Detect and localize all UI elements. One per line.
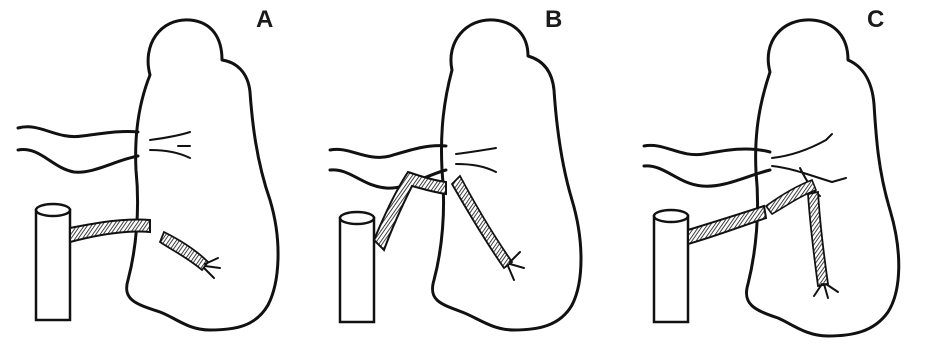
renal-artery-a — [70, 219, 150, 242]
aorta-top-c — [654, 210, 688, 222]
upper-vessel-c — [644, 145, 770, 154]
aorta-a — [36, 210, 70, 320]
lower-branch-b — [452, 176, 512, 268]
upper-vessel-a — [18, 127, 138, 137]
upper-vessel-lower-edge-a — [18, 150, 138, 173]
panel-c — [644, 20, 899, 336]
upper-vessel-lower-edge-c — [644, 166, 770, 186]
renal-artery-b — [374, 172, 446, 250]
upper-vessel-b — [330, 146, 446, 158]
upper-branch-b — [456, 148, 496, 172]
panel-label-b: B — [545, 6, 562, 34]
aorta-b — [340, 218, 374, 322]
lower-branch-c — [808, 192, 828, 286]
panel-label-c: C — [867, 6, 884, 34]
panel-label-a: A — [256, 6, 273, 34]
panel-b — [330, 20, 581, 330]
aorta-c — [654, 216, 688, 322]
aorta-top-b — [340, 212, 374, 224]
renal-artery-c — [688, 206, 766, 244]
lower-branch-tips-b — [508, 252, 524, 280]
kidney-outline-a — [127, 20, 278, 330]
kidney-outline-b — [432, 20, 581, 330]
upper-branch-a — [150, 132, 190, 158]
lower-branch-a — [160, 232, 208, 270]
panel-a — [18, 20, 278, 330]
aorta-top-a — [36, 204, 70, 216]
kidney-outline-c — [746, 20, 898, 336]
